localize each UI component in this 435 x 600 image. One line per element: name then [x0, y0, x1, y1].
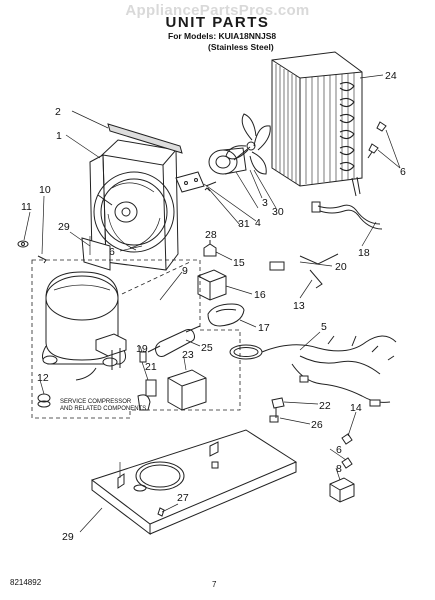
callout-6-lower: 6 [336, 444, 342, 456]
callout-22: 22 [319, 400, 331, 412]
callout-16: 17 [258, 322, 270, 334]
pin-clip [37, 255, 47, 264]
callout-25: 26 [311, 419, 323, 431]
callout-10: 8 [336, 463, 342, 475]
callout-3: 3 [262, 197, 268, 209]
group-label-line1: SERVICE COMPRESSOR [60, 399, 132, 405]
variant-line: (Stainless Steel) [208, 42, 274, 52]
callout-31: 31 [238, 218, 250, 230]
callout-24: 24 [385, 70, 397, 82]
wire-lead [311, 201, 383, 230]
valve-18 [139, 351, 147, 363]
watermark: AppliancePartsPros.com [125, 2, 310, 19]
start-relay [197, 269, 227, 301]
callout-1: 1 [56, 130, 62, 142]
callout-26: 27 [177, 492, 189, 504]
callout-11: 12 [37, 372, 49, 384]
callout-7: 9 [182, 265, 188, 277]
document-number: 8214892 [10, 578, 42, 587]
washer [17, 240, 29, 248]
callout-23: 25 [201, 342, 213, 354]
base-pan [90, 429, 298, 536]
callout-9: 11 [21, 201, 32, 213]
callout-20: 21 [145, 361, 157, 373]
page-number: 7 [212, 580, 217, 589]
callout-13: 14 [350, 402, 362, 414]
callout-14: 15 [233, 257, 245, 269]
callout-5: 5 [321, 321, 327, 333]
condenser-coil [271, 51, 363, 197]
callout-27: 29 [58, 221, 70, 233]
power-cord [229, 335, 397, 407]
valve-20 [145, 379, 157, 397]
fan-blade [225, 113, 271, 175]
terminal-cover [167, 369, 207, 411]
seal-strip [107, 123, 183, 154]
callout-4: 4 [255, 217, 261, 229]
overload-bracket [207, 303, 245, 327]
callout-18: 19 [136, 343, 148, 355]
callout-28: 28 [205, 229, 217, 241]
clip-22 [271, 397, 285, 409]
service-group-box [31, 259, 241, 419]
callout-labels: 2 1 10 11 29 6 9 24 6 3 30 4 31 28 18 20… [21, 70, 406, 543]
callout-30: 29 [62, 531, 74, 543]
leader-lines [23, 74, 401, 533]
fan-shroud [81, 139, 179, 271]
group-label-line2: AND RELATED COMPONENTS [60, 406, 146, 412]
callout-15: 16 [254, 289, 266, 301]
callout-8: 10 [39, 184, 51, 196]
callout-29: 30 [272, 206, 284, 218]
callout-17: 18 [358, 247, 370, 259]
callout-12: 13 [293, 300, 305, 312]
bracket-10 [329, 477, 355, 503]
page-title: UNIT PARTS [165, 14, 270, 31]
callout-6-right: 6 [400, 166, 406, 178]
relay-14 [203, 240, 217, 257]
callout-6-left: 6 [109, 246, 115, 258]
callout-21: 23 [182, 349, 194, 361]
model-line: For Models: KUIA18NNJS8 [168, 31, 277, 41]
mount-bracket [175, 171, 205, 193]
compressor [42, 271, 127, 381]
fan-motor [208, 146, 251, 175]
callout-19: 20 [335, 261, 347, 273]
callout-2: 2 [55, 106, 61, 118]
